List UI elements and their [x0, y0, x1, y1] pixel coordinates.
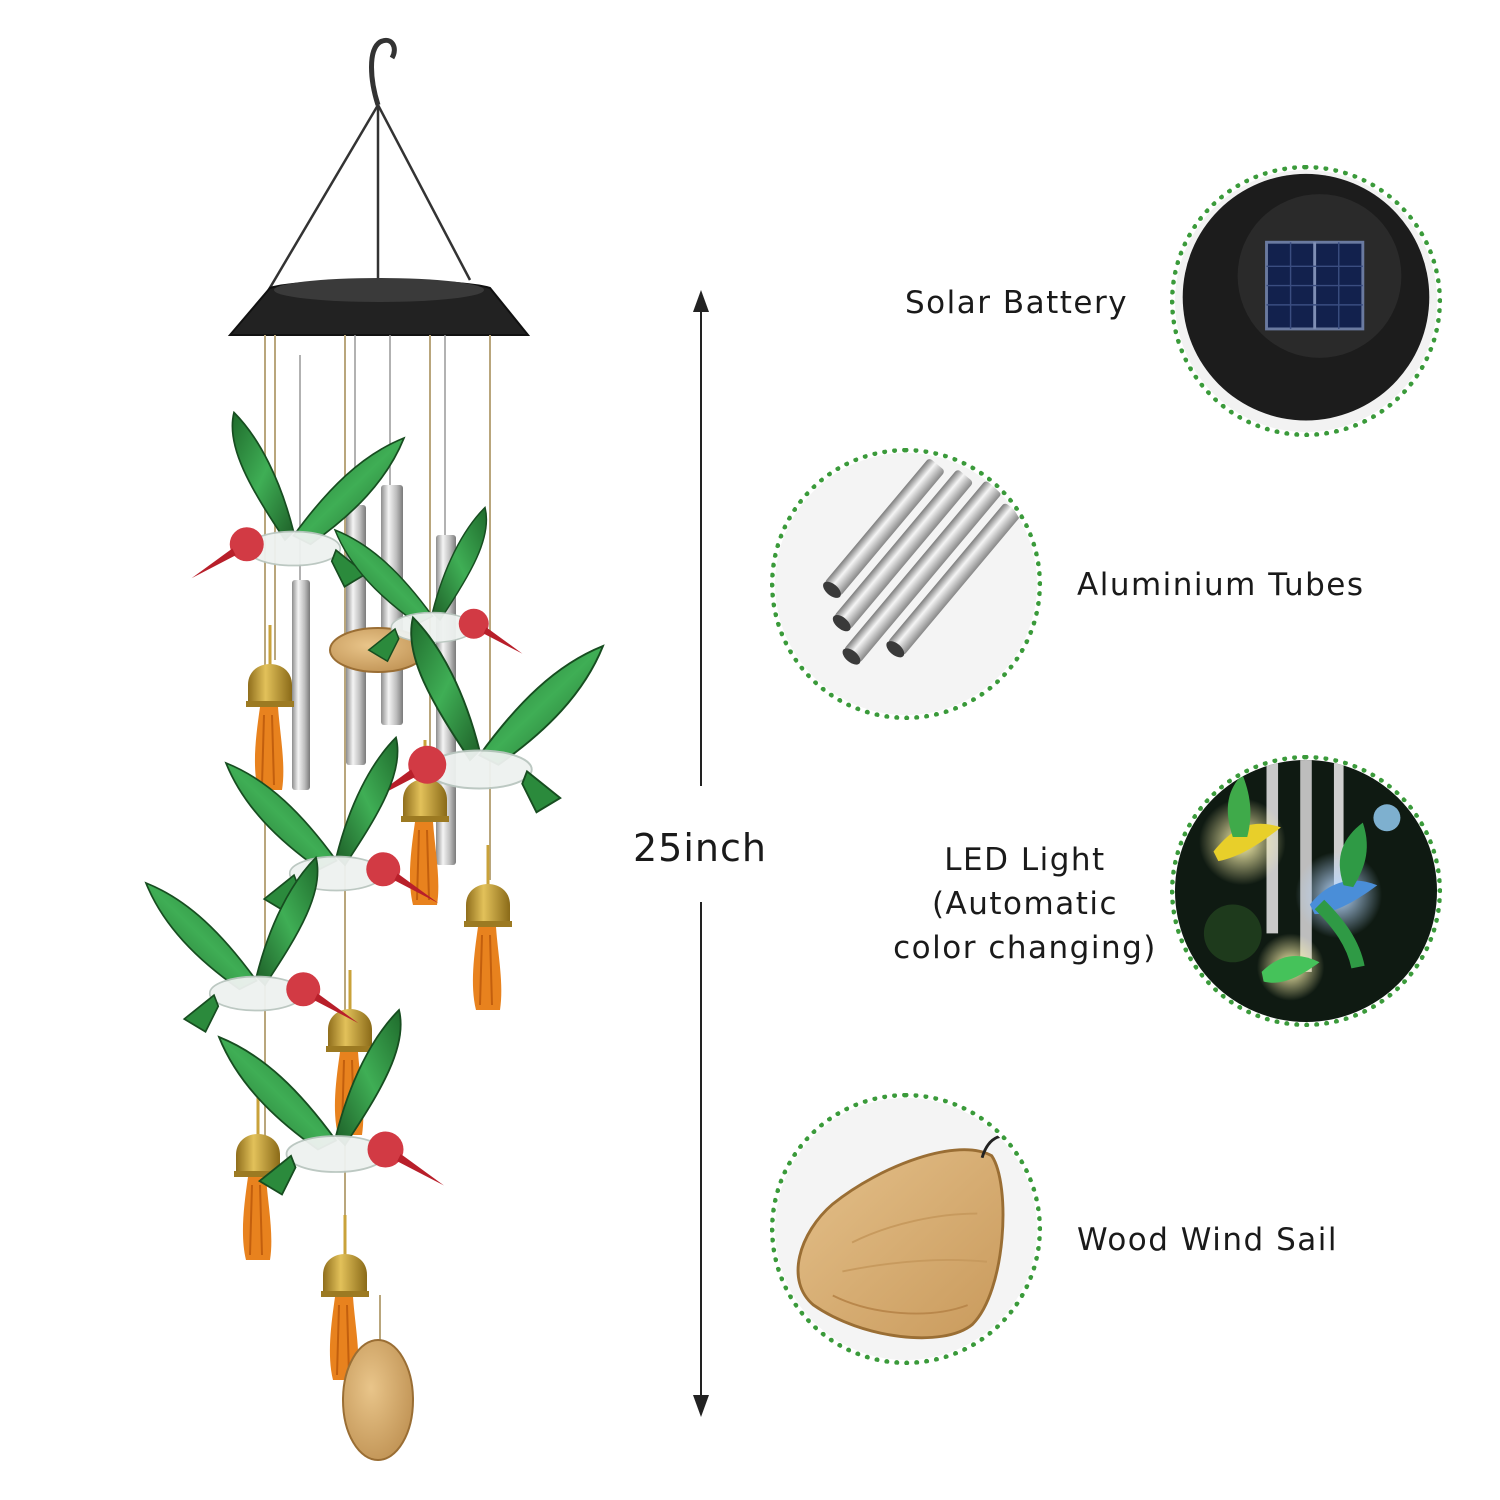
height-label: 25inch	[633, 826, 767, 870]
feature-label-led-light: LED Light (Automatic color changing)	[885, 838, 1165, 970]
feature-circle-led	[1170, 755, 1442, 1027]
feature-circle-tubes	[770, 448, 1042, 720]
height-measure-line-bottom	[700, 902, 702, 1397]
led-label-line-3: color changing)	[893, 930, 1157, 966]
arrow-down-icon	[693, 1395, 709, 1417]
hummingbird-wind-chime-illustration	[145, 38, 604, 1461]
feature-circle-wood-sail	[770, 1093, 1042, 1365]
led-label-line-1: LED Light	[944, 842, 1106, 878]
aluminium-tubes-icon	[775, 453, 1037, 715]
feature-circle-solar	[1170, 165, 1442, 437]
height-measure-line-top	[700, 308, 702, 786]
led-label-line-2: (Automatic	[931, 886, 1119, 922]
wood-sail-icon	[775, 1098, 1037, 1360]
feature-label-aluminium-tubes: Aluminium Tubes	[1077, 567, 1365, 603]
feature-label-wood-wind-sail: Wood Wind Sail	[1077, 1222, 1338, 1258]
solar-panel-icon	[1175, 170, 1437, 432]
led-hummingbird-icon	[1175, 760, 1437, 1022]
feature-label-solar-battery: Solar Battery	[905, 285, 1129, 321]
arrow-up-icon	[693, 290, 709, 312]
